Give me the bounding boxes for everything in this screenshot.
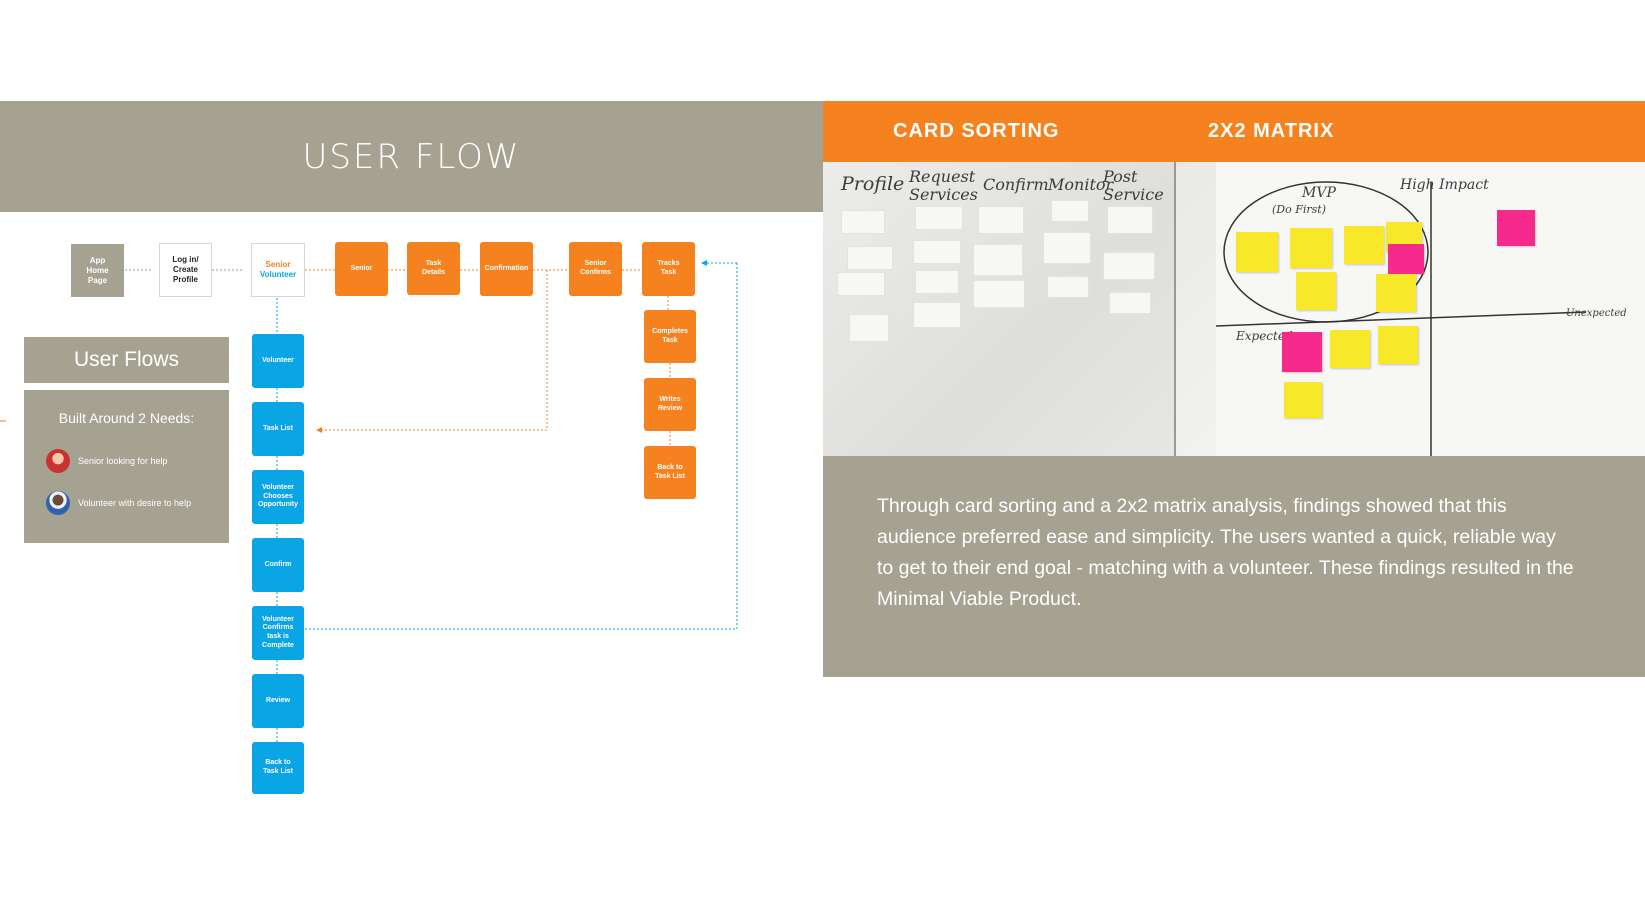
node-senior-back-to-task-list: Back to Task List (644, 446, 696, 499)
user-flow-header-band (0, 101, 823, 212)
node-task-list: Task List (252, 402, 304, 456)
volunteer-avatar (46, 491, 70, 515)
need-senior: Senior looking for help (46, 448, 226, 474)
node-writes-review: Writes Review (644, 378, 696, 431)
node-task-details: Task Details (407, 242, 460, 295)
arrow-task-list (316, 427, 322, 433)
matrix-label: 2X2 MATRIX (1208, 120, 1335, 142)
research-summary-text: Through card sorting and a 2x2 matrix an… (877, 495, 1574, 610)
flow-connectors (0, 260, 738, 742)
node-app-home-page: App Home Page (71, 244, 124, 297)
cs-col-monitor: Monitor (1048, 175, 1114, 194)
user-flows-card-title: User Flows (24, 337, 229, 385)
cs-col-request: Request Services (909, 167, 978, 204)
cs-col-confirm: Confirm (983, 175, 1049, 194)
node-senior-volunteer: Senior Volunteer (251, 243, 305, 297)
card-sorting-label: CARD SORTING (893, 120, 1060, 142)
node-senior-confirms: Senior Confirms (569, 242, 622, 296)
need-volunteer: Volunteer with desire to help (46, 490, 226, 516)
user-flows-card: Built Around 2 Needs: Senior looking for… (24, 390, 229, 543)
role-senior-label: Senior (265, 260, 291, 269)
matrix-expected: Expected (1236, 329, 1293, 343)
research-summary-panel (823, 456, 1645, 677)
matrix-high-impact: High Impact (1400, 177, 1489, 193)
user-flow-title: USER FLOW (302, 136, 521, 177)
matrix-photo: High Impact MVP (Do First) Expected Unex… (1176, 162, 1645, 456)
need-senior-label: Senior looking for help (78, 456, 168, 466)
arrow-tracks-task (701, 260, 707, 266)
matrix-mvp: MVP (1302, 185, 1336, 201)
node-confirmation: Confirmation (480, 242, 533, 296)
role-volunteer-label: Volunteer (259, 270, 297, 279)
node-volunteer-confirms-complete: Volunteer Confirms task is Complete (252, 606, 304, 660)
node-completes-task: Completes Task (644, 310, 696, 363)
node-tracks-task: Tracks Task (642, 242, 695, 296)
matrix-unexpected: Unexpected (1566, 308, 1627, 319)
needs-subtitle: Built Around 2 Needs: (58, 410, 195, 426)
need-volunteer-label: Volunteer with desire to help (78, 498, 192, 508)
card-sorting-photo: Profile Request Services Confirm Monitor… (823, 162, 1176, 456)
node-review: Review (252, 674, 304, 728)
node-volunteer-back-to-task-list: Back to Task List (252, 742, 304, 794)
node-confirm: Confirm (252, 538, 304, 592)
research-header-band (823, 101, 1645, 162)
cs-col-profile: Profile (841, 173, 905, 195)
matrix-do-first: (Do First) (1272, 203, 1326, 216)
node-volunteer-chooses-opportunity: Volunteer Chooses Opportunity (252, 470, 304, 524)
node-login-create-profile: Log in/ Create Profile (159, 243, 212, 297)
node-senior: Senior (335, 242, 388, 296)
cs-col-post-service: Post Service (1103, 167, 1164, 204)
senior-avatar (46, 449, 70, 473)
node-volunteer: Volunteer (252, 334, 304, 388)
